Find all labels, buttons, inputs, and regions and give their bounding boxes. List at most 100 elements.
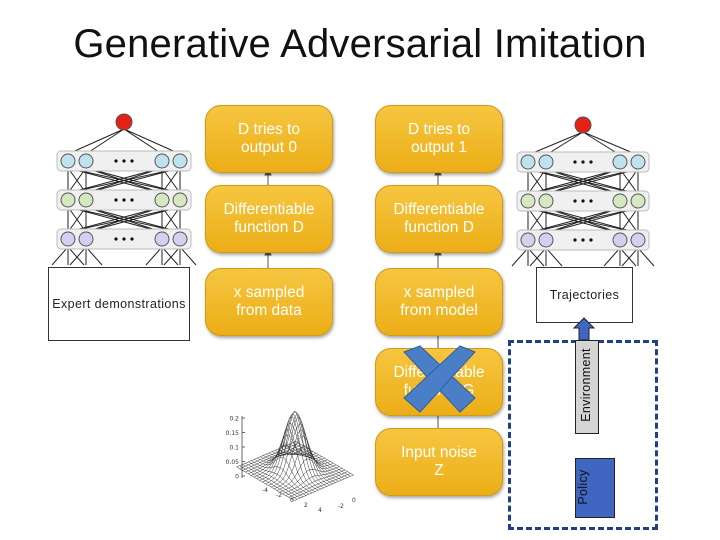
connection-line [527,168,639,195]
neuron-node [538,232,554,248]
mesh-line [294,474,354,501]
neuron-node [520,154,536,170]
neuron-node [520,232,536,248]
ellipsis-dot [130,237,134,241]
ellipsis-dot [122,237,126,241]
ellipsis-dot [130,198,134,202]
z-tick-label: 0.05 [226,459,240,466]
neuron-node [78,153,94,169]
connection-line [527,207,621,234]
trajectories-label: Trajectories [536,267,633,323]
connection-line [545,168,639,195]
mesh-line [291,473,351,500]
input-line [603,247,621,267]
neuron-node [60,153,76,169]
ellipsis-dot [114,198,118,202]
neuron-node [78,192,94,208]
input-line [51,246,69,266]
connection-line [123,128,181,155]
neuron-node [538,154,554,170]
mesh-line [277,446,336,483]
y-tick-label: 0 [352,497,356,504]
z-tick-label: 0 [235,474,239,481]
left-x-sampled-from-data: x sampled from data [205,268,333,336]
mesh-line [286,444,345,480]
right-x-sampled-from-model: x sampled from model [375,268,503,336]
input-line [529,247,547,267]
connection-line [67,128,125,155]
neuron-node [154,153,170,169]
connection-line [67,206,181,233]
mesh-line [295,441,354,476]
connection-line [527,207,639,234]
output-node [115,113,133,131]
connection-line [527,168,621,195]
connection-line [527,207,547,234]
mesh-line [282,468,342,495]
left-differentiable-function-d: Differentiable function D [205,185,333,253]
ellipsis-dot [114,159,118,163]
neuron-node [172,231,188,247]
ellipsis-dot [114,237,118,241]
ellipsis-dot [122,159,126,163]
neuron-node [630,154,646,170]
ellipsis-dot [573,160,577,164]
connection-line [85,167,181,194]
neuron-node [154,192,170,208]
mesh-line [271,429,331,488]
neuron-node [538,193,554,209]
input-line [621,247,639,267]
ellipsis-dot [589,160,593,164]
right-differentiable-function-d: Differentiable function D [375,185,503,253]
y-tick-label: -2 [338,503,344,510]
x-tick-label: 2 [304,502,308,509]
connection-line [67,206,163,233]
environment-bar [575,340,599,434]
neuron-node [154,231,170,247]
input-line [527,247,545,267]
connection-line [527,131,584,156]
connection-line [619,207,639,234]
mesh-line [266,411,324,489]
ellipsis-dot [573,238,577,242]
input-noise-z: Input noise Z [375,428,503,496]
neuron-node [60,231,76,247]
input-line [545,247,563,267]
connection-line [123,128,163,155]
connection-line [161,206,181,233]
ellipsis-dot [573,199,577,203]
mesh-line [269,414,327,487]
connection-line [582,131,639,156]
input-line [67,246,85,266]
policy-bar [575,458,615,518]
ellipsis-dot [122,198,126,202]
input-line [145,246,163,266]
slide-title: Generative Adversarial Imitation [73,22,647,66]
neuron-node [612,154,628,170]
neuron-node [612,232,628,248]
output-node [574,116,592,134]
policy-label: Policy [576,469,590,505]
neuron-node [630,232,646,248]
mesh-line [273,444,334,490]
ellipsis-dot [581,238,585,242]
z-tick-label: 0.15 [226,430,240,437]
connection-line [85,206,181,233]
neuron-node [60,192,76,208]
left-d-output-0: D tries to output 0 [205,105,333,173]
z-tick-label: 0.1 [229,445,239,452]
z-tick-label: 0.2 [229,416,239,423]
ellipsis-dot [589,238,593,242]
input-line [85,246,103,266]
input-line [163,246,181,266]
ellipsis-dot [581,199,585,203]
right-d-output-1: D tries to output 1 [375,105,503,173]
mesh-line [271,423,330,486]
connection-line [85,128,125,155]
neuron-node [78,231,94,247]
mesh-line [292,442,351,477]
connection-line [545,131,584,156]
